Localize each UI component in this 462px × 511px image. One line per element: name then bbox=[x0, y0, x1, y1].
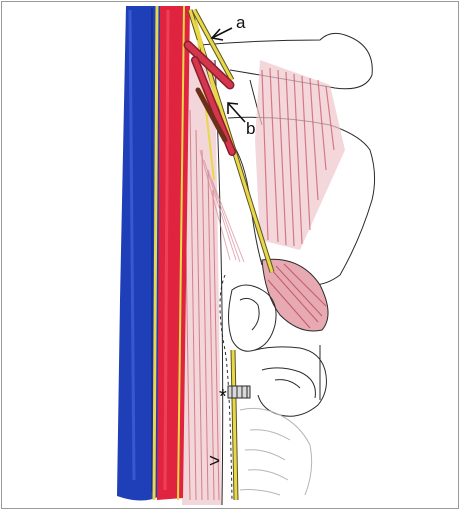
arrow-a bbox=[212, 28, 232, 40]
label-asterisk: * bbox=[219, 387, 227, 407]
nerve-lower bbox=[233, 350, 236, 500]
ligature-band bbox=[228, 386, 250, 398]
label-arrowhead: > bbox=[209, 452, 220, 471]
tissue-lower bbox=[240, 408, 312, 495]
arrow-b bbox=[228, 103, 245, 122]
label-a: a bbox=[236, 14, 245, 31]
label-b: b bbox=[246, 120, 255, 137]
muscle-upper-right bbox=[255, 60, 345, 250]
